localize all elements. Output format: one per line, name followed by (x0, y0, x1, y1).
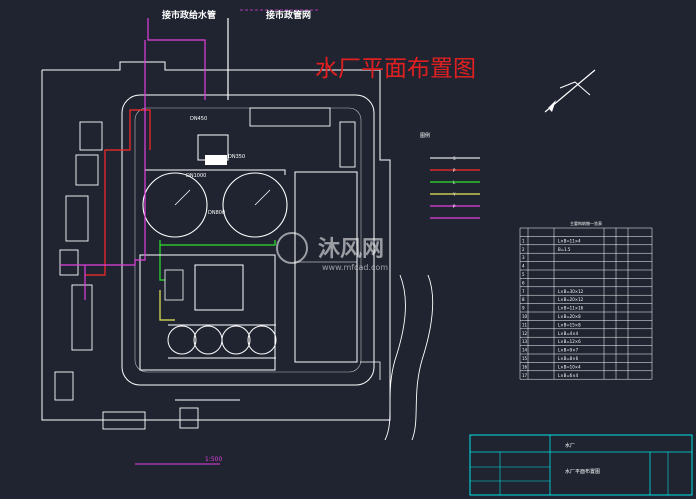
table-row-no: 1 (522, 238, 525, 243)
building-left-2 (75, 154, 99, 186)
clarifier-1-radius (174, 189, 191, 206)
table-row-size: L×B=15×8 (558, 322, 581, 327)
table-row-size: L×B=20×12 (558, 297, 584, 302)
filter-4 (247, 325, 277, 355)
table-row-no: 2 (522, 247, 525, 252)
table-row-no: 13 (522, 339, 528, 344)
building-left-1 (79, 121, 103, 151)
table-row-no: 11 (522, 322, 528, 327)
table-row-no: 5 (522, 272, 525, 277)
filter-2 (193, 325, 223, 355)
yellow-pipe (159, 290, 175, 321)
table-row-size: L×B=11×4 (558, 238, 581, 243)
building-left-4 (59, 249, 79, 276)
watermark-url: www.mfcad.com (322, 263, 388, 272)
building-left-6 (54, 371, 74, 401)
office-building (249, 107, 331, 127)
table-row-no: 3 (522, 255, 525, 260)
river-intake (360, 361, 381, 380)
table-row-no: 7 (522, 289, 525, 294)
site-boundary (41, 61, 391, 421)
table-row-no: 16 (522, 364, 528, 369)
table-row-size: L×B=30×12 (558, 289, 584, 294)
dn1000-label: DN1000 (186, 173, 206, 179)
table-row-size: L×B=6×4 (558, 373, 579, 378)
title-block-drawing: 水厂平面布置图 (565, 468, 600, 475)
table-row-no: 9 (522, 306, 525, 311)
table-row-size: L×B=8×6 (558, 356, 579, 361)
table-row-no: 14 (522, 348, 528, 353)
sludge-pipe-down (159, 245, 165, 281)
dn800-label: DN800 (208, 210, 225, 216)
watermark: 沐风网 www.mfcad.com (276, 232, 388, 272)
table-row-no: 4 (522, 264, 525, 269)
filter-1 (167, 325, 197, 355)
inner-road-inner (134, 107, 362, 373)
sewer-label: 接市政管网 (266, 9, 311, 21)
river-bank-left (384, 274, 406, 441)
clarifier-1 (142, 172, 208, 238)
legend-code-0: S (453, 156, 456, 161)
magenta-pipe-main (60, 40, 146, 266)
raw-water-pipe (147, 18, 206, 100)
table-row-no: 17 (522, 373, 528, 378)
table-row-size: L×B=20×8 (558, 314, 581, 319)
table-row-size: L×B=11×16 (558, 306, 584, 311)
table-row-no: 12 (522, 331, 528, 336)
table-row-no: 6 (522, 280, 525, 285)
dn450-label: DN450 (190, 116, 207, 122)
clarifier-2 (222, 172, 288, 238)
watermark-logo (276, 232, 308, 264)
watermark-brand: 沐风网 (318, 237, 384, 262)
red-pipe-main (85, 109, 151, 276)
chemical-room (164, 269, 184, 301)
guard-house (102, 411, 146, 430)
clear-water-tank (294, 171, 358, 363)
table-row-size: L×B=4×4 (558, 331, 579, 336)
building-left-3 (65, 195, 89, 242)
raw-water-label: 接市政给水管 (162, 9, 216, 21)
river-bank-right (411, 274, 434, 441)
gate-house (179, 407, 199, 429)
legend-title: 图例 (420, 132, 430, 139)
pump-house (194, 264, 244, 311)
table-row-size: L×B=10×4 (558, 364, 581, 369)
table-row-size: L×B=9×7 (558, 348, 579, 353)
clarifier-2-radius (254, 189, 271, 206)
dn350-label: DN350 (228, 154, 245, 160)
legend-code-2: L (453, 180, 456, 185)
table-row-no: 15 (522, 356, 528, 361)
building-left-5 (71, 284, 93, 351)
filtration-building (139, 254, 276, 371)
title-block-project: 水厂 (565, 442, 575, 449)
table-row-size: B=1.5 (558, 247, 571, 252)
mixing-tank (205, 155, 227, 165)
legend: S P L Y P (430, 156, 480, 219)
table-row-no: 8 (522, 297, 525, 302)
scale-label: 1:500 (205, 456, 222, 463)
filter-3 (221, 325, 251, 355)
north-arrow (544, 69, 596, 113)
sludge-return-pipe (159, 240, 276, 246)
table-row-size: L×B=12×6 (558, 339, 581, 344)
inner-road (121, 94, 375, 386)
side-building (339, 121, 356, 168)
drawing-title: 水厂平面布置图 (315, 56, 476, 82)
title-block (469, 434, 693, 496)
legend-code-4: P (453, 204, 456, 209)
table-title: 主要构筑物一览表 (570, 220, 602, 226)
legend-code-1: P (453, 168, 456, 173)
legend-code-3: Y (452, 192, 456, 197)
table-row-no: 10 (522, 314, 528, 319)
